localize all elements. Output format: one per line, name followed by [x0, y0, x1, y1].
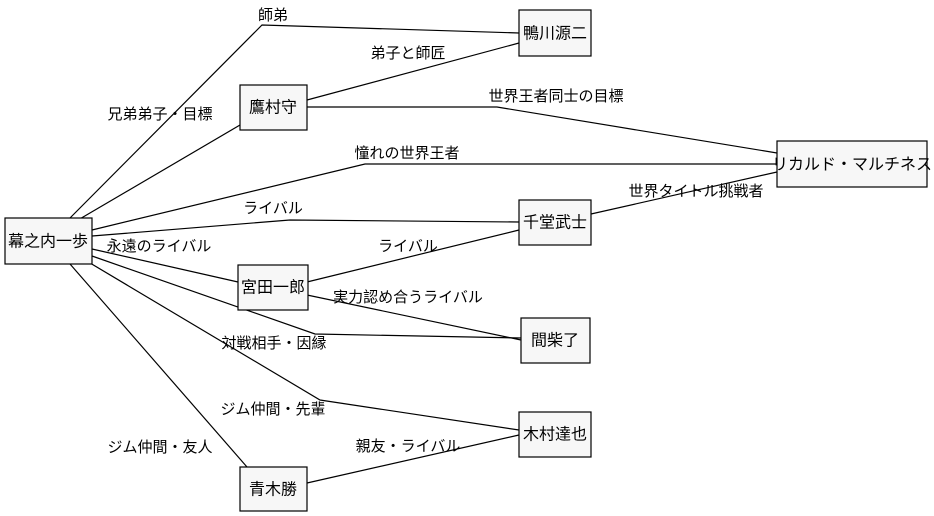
- node-ippo[interactable]: 幕之内一歩: [4, 217, 93, 265]
- edge-ippo-kamogawa: [69, 24, 520, 219]
- edge-label-miyata-mashiba: 実力認め合うライバル: [333, 288, 483, 306]
- edge-ippo-miyata: [91, 248, 239, 283]
- node-label-ricardo: リカルド・マルチネス: [772, 155, 932, 174]
- edge-labels: 師弟 兄弟弟子・目標 弟子と師匠 世界王者同士の目標 憧れの世界王者 ライバル …: [107, 6, 764, 456]
- node-takamura[interactable]: 鷹村守: [239, 84, 308, 131]
- node-label-aoki: 青木勝: [249, 480, 297, 499]
- edge-ippo-mashiba: [91, 255, 522, 339]
- edge-label-aoki-kimura: 親友・ライバル: [356, 437, 461, 455]
- edge-label-ippo-kimura: ジム仲間・先輩: [220, 400, 325, 418]
- edge-label-ippo-takamura: 兄弟弟子・目標: [107, 105, 212, 123]
- node-mashiba[interactable]: 間柴了: [520, 317, 591, 364]
- edge-sendo-ricardo: [590, 171, 778, 215]
- edge-aoki-kimura: [306, 434, 520, 484]
- node-miyata[interactable]: 宮田一郎: [237, 264, 309, 311]
- edge-miyata-sendo: [306, 229, 520, 283]
- edge-label-ippo-sendo: ライバル: [243, 199, 303, 217]
- node-label-takamura: 鷹村守: [249, 98, 297, 117]
- node-aoki[interactable]: 青木勝: [239, 466, 308, 512]
- edge-takamura-kamogawa: [306, 42, 520, 101]
- node-kamogawa[interactable]: 鴨川源二: [518, 9, 592, 57]
- edge-label-ippo-miyata: 永遠のライバル: [107, 237, 212, 255]
- edge-ippo-takamura: [77, 124, 241, 221]
- node-kimura[interactable]: 木村達也: [518, 411, 592, 458]
- edge-miyata-mashiba: [306, 294, 522, 341]
- node-label-mashiba: 間柴了: [531, 331, 579, 350]
- edge-label-ippo-ricardo: 憧れの世界王者: [354, 144, 459, 162]
- edge-label-miyata-sendo: ライバル: [378, 237, 438, 255]
- edge-ippo-ricardo: [91, 163, 777, 231]
- edge-label-ippo-kamogawa: 師弟: [258, 6, 288, 24]
- node-label-ippo: 幕之内一歩: [8, 232, 88, 251]
- edge-takamura-ricardo: [307, 106, 778, 154]
- node-sendo[interactable]: 千堂武士: [518, 199, 592, 246]
- edge-label-sendo-ricardo: 世界タイトル挑戦者: [628, 182, 763, 200]
- node-label-miyata: 宮田一郎: [241, 278, 305, 297]
- edge-label-ippo-mashiba: 対戦相手・因縁: [221, 334, 326, 352]
- node-label-kamogawa: 鴨川源二: [523, 24, 587, 43]
- edge-label-ippo-aoki: ジム仲間・友人: [107, 438, 212, 456]
- node-ricardo[interactable]: リカルド・マルチネス: [772, 140, 932, 188]
- node-label-sendo: 千堂武士: [523, 213, 587, 232]
- edges: [69, 24, 778, 484]
- edge-ippo-kimura: [84, 259, 520, 431]
- edge-ippo-sendo: [91, 219, 520, 237]
- edge-label-takamura-kamogawa: 弟子と師匠: [370, 44, 445, 62]
- edge-label-takamura-ricardo: 世界王者同士の目標: [488, 87, 623, 105]
- edge-ippo-aoki: [69, 263, 248, 468]
- node-label-kimura: 木村達也: [523, 425, 587, 444]
